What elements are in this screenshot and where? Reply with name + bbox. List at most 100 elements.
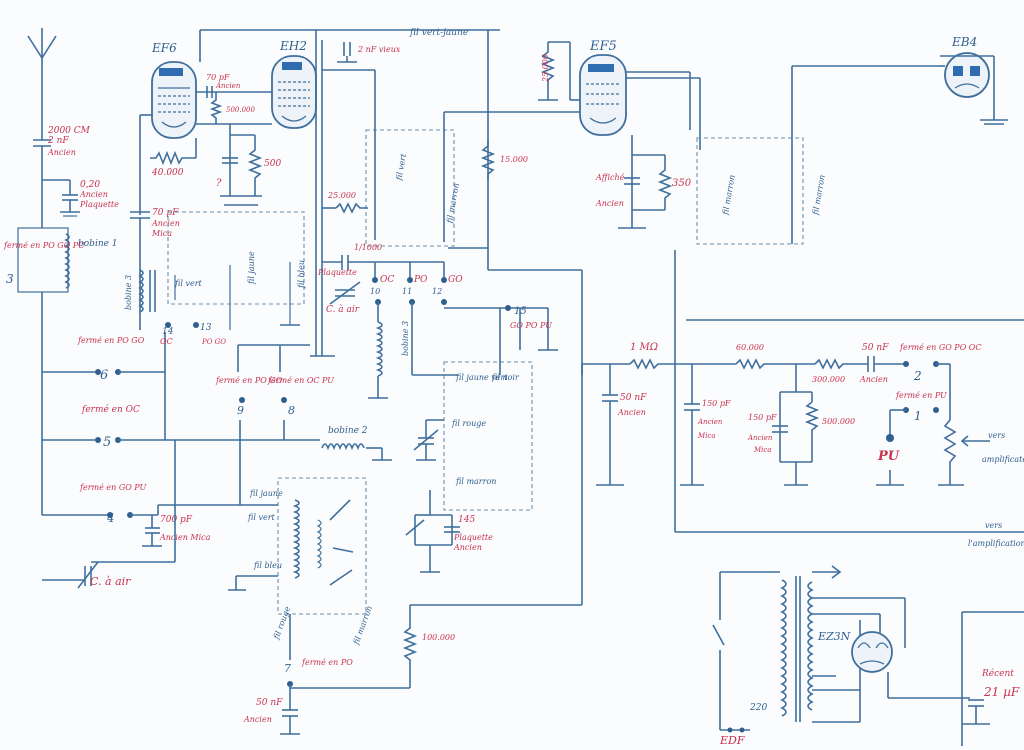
label-c-150a-mica: Mica bbox=[697, 432, 716, 440]
coil-bobine-2 bbox=[321, 443, 392, 461]
tube-eb4-label: EB4 bbox=[951, 35, 977, 49]
label-c-145: 145 bbox=[458, 515, 475, 525]
label-vers-ampli-b: amplificateur bbox=[982, 455, 1024, 464]
capacitor-0-20 bbox=[60, 180, 80, 217]
coil-bobine-1 bbox=[17, 227, 70, 293]
switch-2-number: 2 bbox=[913, 369, 922, 383]
tube-ef6-label: EF6 bbox=[151, 41, 177, 55]
label-c-50nf-mid-ancien: Ancien bbox=[617, 408, 646, 417]
label-r-1mohm: 1 MΩ bbox=[630, 342, 658, 353]
label-c-70-ancien: Ancien bbox=[151, 219, 180, 228]
capacitor-50nf-right bbox=[867, 356, 875, 372]
resistor-25k-top bbox=[538, 42, 558, 101]
capacitor-50nf-mid bbox=[596, 394, 624, 486]
label-c-0-20-ancien: Ancien bbox=[79, 190, 108, 199]
switch-8-number: 8 bbox=[288, 404, 295, 417]
resistor-350 bbox=[657, 155, 673, 210]
label-r-25k-top: 25.000 bbox=[541, 54, 550, 83]
label-fil-rouge-1: fil rouge bbox=[272, 605, 293, 641]
label-c-70pf-top: 70 pF bbox=[206, 73, 230, 82]
switch-12-label: GO bbox=[448, 275, 463, 285]
trimmer-caps-bottom bbox=[329, 499, 354, 586]
label-bobine-3b: bobine 3 bbox=[401, 321, 410, 356]
switch-4-number: 4 bbox=[106, 511, 115, 525]
switch-3-number: 3 bbox=[6, 272, 14, 286]
tube-ef6 bbox=[151, 61, 197, 139]
label-bobine-1: bobine 1 bbox=[78, 239, 118, 249]
switch-7-label: fermé en PO bbox=[301, 658, 353, 667]
label-fil-marron-4: fil marron bbox=[721, 174, 737, 216]
switch-2-label: fermé en GO PO OC bbox=[899, 343, 981, 352]
tube-ez3n bbox=[851, 631, 893, 673]
capacitor-150pf-a bbox=[680, 403, 704, 486]
coil-bobine-3-center bbox=[368, 302, 388, 399]
label-fil-marron-2: fil marron bbox=[455, 477, 496, 486]
switch-5-number: 5 bbox=[103, 435, 111, 450]
label-c-affiche-ancien: Ancien bbox=[595, 199, 624, 208]
resistor-15k bbox=[480, 140, 496, 180]
antenna-symbol bbox=[27, 28, 57, 140]
switch-9-number: 9 bbox=[237, 404, 244, 417]
tube-eh2 bbox=[271, 55, 317, 129]
switch-8-label: fermé en OC PU bbox=[267, 376, 334, 385]
label-r-15k: 15.000 bbox=[500, 155, 528, 164]
label-fil-rouge-2: fil rouge bbox=[451, 419, 486, 428]
switch-4-label: fermé en GO PU bbox=[79, 483, 147, 492]
label-fil-marron-3: fil marron bbox=[351, 605, 374, 647]
label-c-70-mica: Mica bbox=[151, 229, 172, 238]
label-c-air-mid: C. à air bbox=[326, 304, 360, 315]
label-fil-jaune-1: fil jaune bbox=[247, 251, 256, 285]
variable-capacitor-c-air bbox=[42, 440, 176, 589]
label-r-350: 350 bbox=[672, 178, 692, 189]
capacitor-150pf-b bbox=[772, 425, 788, 433]
label-c-700-ancien: Ancien Mica bbox=[159, 533, 211, 542]
label-bobine-3a: bobine 3 bbox=[124, 275, 133, 310]
label-fil-jaune-vert: fil jaune vert bbox=[455, 373, 508, 382]
switch-3-label: fermé en PO GO PU bbox=[3, 241, 85, 250]
label-fil-noir: fil noir bbox=[491, 373, 520, 382]
label-c-50nf-right-ancien: Ancien bbox=[859, 375, 888, 384]
label-c-0-20: 0,20 bbox=[80, 180, 100, 190]
resistor-500k-top bbox=[209, 92, 223, 124]
tube-eh2-label: EH2 bbox=[279, 39, 307, 53]
label-fil-vert-2: fil vert bbox=[174, 279, 203, 288]
switch-10-label: OC bbox=[380, 275, 394, 285]
label-c-0-20-plaquette: Plaquette bbox=[79, 200, 119, 209]
label-r-500k-bottom: 500.000 bbox=[822, 417, 855, 426]
label-r-40k: 40.000 bbox=[151, 168, 184, 178]
switch-6-label: fermé en PO GO bbox=[77, 336, 145, 345]
resistor-500k-bottom bbox=[804, 401, 820, 462]
label-c-70pf: 70 pF bbox=[152, 208, 179, 218]
label-c-21uf: 21 µF bbox=[983, 685, 1020, 699]
switch-11-number: 11 bbox=[402, 287, 412, 296]
antenna-capacitor-2000cm bbox=[33, 139, 51, 180]
tube-ez3n-label: EZ3N bbox=[817, 630, 851, 643]
label-r-500: 500 bbox=[264, 159, 281, 169]
tube-ef5 bbox=[579, 54, 627, 136]
switch-13-number: 13 bbox=[200, 323, 212, 333]
label-fil-marron-5: fil marron bbox=[811, 174, 827, 216]
label-vers-redress: vers bbox=[985, 521, 1002, 530]
label-c-150a: 150 pF bbox=[702, 399, 731, 408]
potentiometer-volume bbox=[938, 419, 990, 486]
resistor-60k bbox=[735, 358, 815, 370]
label-c-150a-ancien: Ancien bbox=[697, 418, 723, 426]
label-c-2000-ancien: Ancien bbox=[47, 148, 76, 157]
capacitor-50nf-bottom bbox=[280, 709, 300, 735]
resistor-100k bbox=[402, 605, 418, 688]
switch-14-label: OC bbox=[160, 337, 173, 346]
label-c-2000cm: 2000 CM bbox=[47, 126, 91, 136]
label-c-70pf-top-ancien: Ancien bbox=[215, 82, 241, 90]
label-c-2nf-vieux: 2 nF vieux bbox=[357, 45, 401, 54]
switch-5-label: fermé en OC bbox=[81, 404, 140, 415]
coil-bobine-3-osc bbox=[138, 269, 156, 313]
switch-1-number: 1 bbox=[914, 409, 922, 423]
label-r-100k: 100.000 bbox=[422, 633, 455, 642]
coil-bobine-osc-bottom bbox=[292, 499, 322, 579]
switch-6-number: 6 bbox=[100, 368, 108, 383]
switch-10-number: 10 bbox=[370, 287, 380, 296]
power-transformer bbox=[780, 576, 814, 722]
label-fil-vert-center: fil vert bbox=[394, 152, 408, 182]
